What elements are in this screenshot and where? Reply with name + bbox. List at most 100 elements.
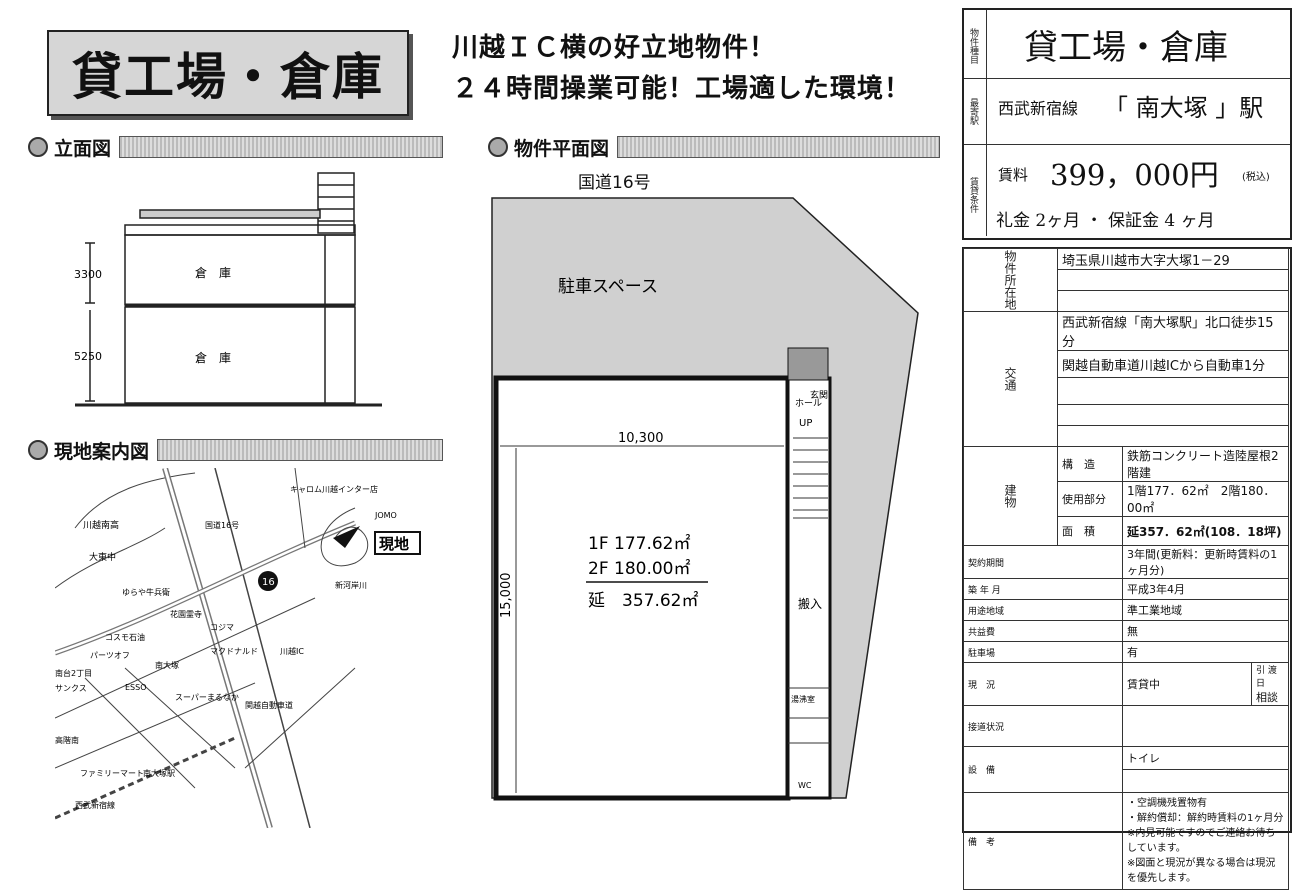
elevation-dim-upper: 3300 bbox=[74, 268, 102, 281]
structure-value: 鉄筋コンクリート造陸屋根2階建 bbox=[1122, 446, 1289, 482]
built-label: 築 年 月 bbox=[963, 578, 1123, 600]
rent-label: 賃貸条件 bbox=[968, 177, 978, 213]
rail-label: 共益費 bbox=[963, 620, 1123, 642]
elevation-label-lower: 倉 庫 bbox=[195, 350, 231, 365]
area-value: 延357．62㎡(108．18坪) bbox=[1122, 516, 1289, 546]
map-label: 関越自動車道 bbox=[245, 700, 293, 710]
entrance-label: 玄関 bbox=[810, 389, 828, 401]
usage-label: 使用部分 bbox=[1057, 481, 1123, 517]
connect-label: 接道状況 bbox=[963, 705, 1123, 747]
section-elevation: 立面図 bbox=[28, 133, 443, 161]
section-floorplan-label: 物件平面図 bbox=[514, 137, 610, 160]
station-line: 西武新宿線 bbox=[998, 99, 1079, 118]
note-line: ※図面と現況が異なる場合は現況を優先します。 bbox=[1127, 858, 1276, 884]
map-label: ファミリーマート bbox=[80, 769, 144, 778]
bullet-icon bbox=[28, 137, 48, 157]
map-label: JOMO bbox=[374, 511, 397, 520]
map-label: 高階南 bbox=[55, 735, 79, 745]
building-label: 建物 bbox=[963, 446, 1058, 546]
map-label: ESSO bbox=[125, 683, 147, 692]
detail-table: 物件所在地埼玉県川越市大字大塚1－29 交通西武新宿線「南大塚駅」北口徒歩15分… bbox=[963, 248, 1289, 890]
parking-value: 有 bbox=[1122, 641, 1289, 663]
address-value: 埼玉県川越市大字大塚1－29 bbox=[1057, 248, 1289, 270]
bullet-icon bbox=[28, 440, 48, 460]
kitchen-label: 湯沸室 bbox=[791, 694, 815, 704]
built-value: 平成3年4月 bbox=[1122, 578, 1289, 600]
area-2f: 2F 180.00㎡ bbox=[588, 559, 690, 579]
site-label: 現地 bbox=[379, 535, 409, 553]
notes-label: 備 考 bbox=[963, 792, 1123, 890]
traffic-line-2: 関越自動車道川越ICから自動車1分 bbox=[1057, 350, 1289, 378]
map-label: 花園霊寺 bbox=[170, 609, 202, 619]
parking-label: 駐車スペース bbox=[558, 277, 658, 297]
map-label: 国道16号 bbox=[205, 520, 239, 530]
map-label: キャロム川越インター店 bbox=[290, 484, 378, 494]
map-label: ゆらや牛兵衛 bbox=[122, 587, 170, 597]
section-floorplan: 物件平面図 bbox=[488, 133, 940, 161]
elevation-dim-lower: 5250 bbox=[74, 350, 102, 363]
area-total: 延 357.62㎡ bbox=[588, 591, 698, 611]
handover-label: 引 渡 日 bbox=[1256, 666, 1277, 689]
map-label: コジマ bbox=[210, 623, 234, 632]
note-line: ・空調機残置物有 bbox=[1127, 798, 1207, 809]
main-title: 貸工場・倉庫 bbox=[47, 30, 409, 116]
section-map-label: 現地案内図 bbox=[54, 440, 150, 463]
location-map: 現地 16 川越南高 大東中 キャロム川越インター店 JOMO ゆらや牛兵衛 花… bbox=[55, 468, 421, 828]
contract-value: 3年間(更新料：更新時賃料の1ヶ月分) bbox=[1122, 545, 1289, 579]
structure-label: 構 造 bbox=[1057, 446, 1123, 482]
type-label: 物件種目 bbox=[968, 27, 978, 64]
elevation-drawing: 3300 5250 倉 庫 倉 庫 bbox=[74, 172, 382, 407]
wc-label: WC bbox=[798, 781, 812, 790]
map-label: サンクス bbox=[55, 684, 87, 693]
map-label: 西武新宿線 bbox=[75, 800, 115, 810]
loading-label: 搬入 bbox=[798, 596, 822, 611]
map-label: 川越南高 bbox=[83, 519, 119, 531]
bullet-icon bbox=[488, 137, 508, 157]
slogan-line-1: 川越ＩＣ横の好立地物件！ bbox=[452, 33, 777, 63]
depth-dimension: 15,000 bbox=[499, 573, 514, 619]
contract-label: 契約期間 bbox=[963, 545, 1123, 579]
elevation-label-upper: 倉 庫 bbox=[195, 265, 231, 280]
status-value: 賃貸中 bbox=[1122, 662, 1252, 706]
summary-panel: 物件種目 最寄駅 賃貸条件 貸工場・倉庫 西武新宿線 「 南大塚 」駅 賃料 3… bbox=[962, 8, 1292, 240]
map-label: 南台2丁目 bbox=[55, 668, 92, 678]
map-label: コスモ石油 bbox=[105, 632, 145, 642]
type-value: 貸工場・倉庫 bbox=[1024, 28, 1228, 68]
map-label: 大東中 bbox=[89, 551, 116, 563]
connect-value bbox=[1122, 705, 1289, 747]
station-label: 最寄駅 bbox=[968, 98, 978, 125]
section-map: 現地案内図 bbox=[28, 436, 443, 464]
area-label: 面 積 bbox=[1057, 516, 1123, 546]
status-label: 現 況 bbox=[963, 662, 1123, 706]
parking-label-row: 駐車場 bbox=[963, 641, 1123, 663]
hall-label: ホール bbox=[795, 398, 822, 409]
map-label: 南大塚 bbox=[155, 660, 179, 670]
rail-value: 無 bbox=[1122, 620, 1289, 642]
floorplan-drawing: 駐車スペース 10,300 15,000 1F 177.62㎡ 2F 180.0… bbox=[491, 197, 919, 801]
map-label: 新河岸川 bbox=[335, 580, 367, 590]
facility-label: 設 備 bbox=[963, 746, 1123, 793]
rent-value: 399，000円 bbox=[1050, 158, 1219, 192]
map-label: 南大塚駅 bbox=[143, 768, 175, 778]
traffic-line-1: 西武新宿線「南大塚駅」北口徒歩15分 bbox=[1057, 311, 1289, 351]
route-badge: 16 bbox=[262, 577, 275, 588]
area-1f: 1F 177.62㎡ bbox=[588, 534, 690, 554]
up-label: UP bbox=[799, 418, 812, 429]
slogan-line-2: ２４時間操業可能！工場適した環境！ bbox=[452, 74, 912, 104]
section-bar bbox=[617, 136, 940, 158]
map-label: スーパーまるなか bbox=[175, 693, 239, 702]
section-bar bbox=[157, 439, 443, 461]
deposit-terms: 礼金 2ヶ月 ・ 保証金 4 ヶ月 bbox=[996, 211, 1215, 231]
station-name: 「 南大塚 」駅 bbox=[1104, 94, 1264, 122]
map-label: マクドナルド bbox=[210, 647, 258, 656]
traffic-label: 交通 bbox=[963, 311, 1058, 447]
rent-prefix: 賃料 bbox=[998, 166, 1029, 184]
road-label: 国道16号 bbox=[578, 173, 651, 193]
section-elevation-label: 立面図 bbox=[54, 137, 112, 160]
detail-panel: 物件所在地埼玉県川越市大字大塚1－29 交通西武新宿線「南大塚駅」北口徒歩15分… bbox=[962, 247, 1292, 890]
note-line: ※内見可能ですのでご連絡お待ちしています。 bbox=[1127, 828, 1276, 854]
zone-value: 準工業地域 bbox=[1122, 599, 1289, 621]
zone-label: 用途地域 bbox=[963, 599, 1123, 621]
note-line: ・解約償却：解約時賃料の1ヶ月分 bbox=[1127, 813, 1284, 824]
map-label: 川越IC bbox=[280, 646, 304, 656]
